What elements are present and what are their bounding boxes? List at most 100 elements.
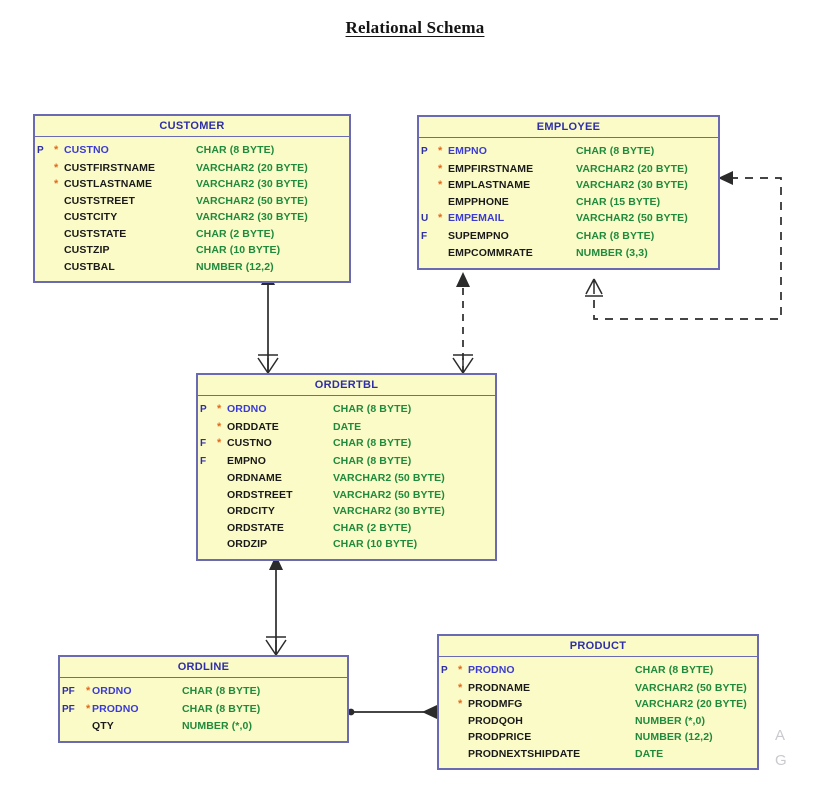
attribute-name: EMPNO	[448, 145, 488, 157]
attribute-name: CUSTCITY	[64, 211, 118, 223]
page-title: Relational Schema	[345, 18, 485, 37]
mandatory-marker: *	[217, 420, 222, 433]
link-employee-ordertbl	[452, 272, 474, 374]
attribute-type: VARCHAR2 (30 BYTE)	[196, 178, 308, 190]
attribute-row: ORDZIP CHAR (10 BYTE)	[198, 536, 495, 553]
mandatory-marker: *	[86, 702, 91, 715]
mandatory-marker: *	[54, 178, 59, 190]
attribute-type: CHAR (8 BYTE)	[576, 145, 655, 157]
attribute-name: PRODMFG	[468, 698, 523, 710]
attribute-type: VARCHAR2 (50 BYTE)	[196, 194, 308, 207]
attribute-name: CUSTNO	[227, 437, 272, 449]
key-marker: F	[200, 455, 207, 467]
attribute-list-customer: P * CUSTNO CHAR (8 BYTE) * CUSTFIRSTNAME…	[35, 137, 349, 281]
attribute-name: EMPFIRSTNAME	[448, 162, 534, 175]
attribute-type: DATE	[635, 747, 664, 760]
attribute-name: ORDSTATE	[227, 521, 284, 534]
attribute-row: PRODQOH NUMBER (*,0)	[439, 713, 757, 730]
attribute-row: CUSTZIP CHAR (10 BYTE)	[35, 242, 349, 259]
attribute-row: EMPPHONE CHAR (15 BYTE)	[419, 194, 718, 211]
attribute-type: NUMBER (*,0)	[182, 720, 253, 732]
entity-customer[interactable]: CUSTOMER P * CUSTNO CHAR (8 BYTE) * CUST…	[33, 114, 351, 283]
entity-employee[interactable]: EMPLOYEE P * EMPNO CHAR (8 BYTE) * EMPFI…	[417, 115, 720, 270]
mandatory-marker: *	[217, 437, 222, 449]
attribute-name: PRODNAME	[468, 681, 531, 694]
attribute-type: CHAR (8 BYTE)	[333, 437, 412, 449]
attribute-row: CUSTSTREET VARCHAR2 (50 BYTE)	[35, 193, 349, 210]
attribute-row: F SUPEMPNO CHAR (8 BYTE)	[419, 228, 718, 246]
key-marker: PF	[62, 703, 75, 715]
mandatory-marker: *	[458, 664, 463, 676]
attribute-type: VARCHAR2 (50 BYTE)	[635, 681, 747, 694]
attribute-name: PRODNEXTSHIPDATE	[468, 747, 581, 760]
link-customer-ordertbl	[257, 270, 279, 374]
attribute-name: EMPCOMMRATE	[448, 247, 533, 259]
attribute-type: VARCHAR2 (30 BYTE)	[576, 179, 688, 191]
attribute-type: VARCHAR2 (50 BYTE)	[333, 472, 445, 484]
attribute-name: ORDCITY	[227, 505, 275, 517]
attribute-row: ORDCITY VARCHAR2 (30 BYTE)	[198, 503, 495, 520]
attribute-row: ORDSTATE CHAR (2 BYTE)	[198, 520, 495, 537]
attribute-list-ordline: PF * ORDNO CHAR (8 BYTE) PF * PRODNO CHA…	[60, 678, 347, 741]
attribute-name: CUSTSTREET	[64, 194, 136, 207]
attribute-row: * CUSTFIRSTNAME VARCHAR2 (20 BYTE)	[35, 160, 349, 177]
attribute-name: ORDZIP	[227, 538, 268, 550]
attribute-type: CHAR (8 BYTE)	[635, 664, 714, 676]
attribute-row: P * CUSTNO CHAR (8 BYTE)	[35, 142, 349, 160]
entity-title-product: PRODUCT	[439, 636, 757, 657]
attribute-type: NUMBER (3,3)	[576, 247, 648, 259]
attribute-name: EMPEMAIL	[448, 212, 505, 224]
attribute-type: CHAR (8 BYTE)	[196, 144, 275, 156]
mandatory-marker: *	[217, 403, 222, 415]
entity-title-employee: EMPLOYEE	[419, 117, 718, 138]
mandatory-marker: *	[438, 212, 443, 224]
attribute-type: NUMBER (12,2)	[635, 731, 713, 743]
attribute-name: CUSTFIRSTNAME	[64, 161, 156, 174]
attribute-type: VARCHAR2 (20 BYTE)	[576, 162, 688, 175]
key-marker: F	[421, 230, 428, 242]
mandatory-marker: *	[458, 698, 463, 710]
attribute-row: P * ORDNO CHAR (8 BYTE)	[198, 401, 495, 419]
attribute-name: PRODQOH	[468, 714, 523, 727]
attribute-type: CHAR (2 BYTE)	[196, 227, 275, 240]
attribute-row: PRODNEXTSHIPDATE DATE	[439, 746, 757, 763]
attribute-name: PRODNO	[92, 702, 139, 715]
attribute-type: CHAR (2 BYTE)	[333, 521, 412, 534]
attribute-list-ordertbl: P * ORDNO CHAR (8 BYTE) * ORDDATE DATE F…	[198, 396, 495, 559]
attribute-name: ORDNO	[227, 403, 267, 415]
attribute-row: * ORDDATE DATE	[198, 419, 495, 436]
attribute-row: EMPCOMMRATE NUMBER (3,3)	[419, 245, 718, 262]
attribute-row: * PRODMFG VARCHAR2 (20 BYTE)	[439, 696, 757, 713]
attribute-row: ORDNAME VARCHAR2 (50 BYTE)	[198, 470, 495, 487]
link-ordertbl-ordline	[265, 555, 287, 656]
attribute-name: CUSTSTATE	[64, 227, 127, 240]
attribute-name: ORDDATE	[227, 420, 279, 433]
attribute-row: ORDSTREET VARCHAR2 (50 BYTE)	[198, 487, 495, 504]
mandatory-marker: *	[54, 144, 59, 156]
entity-ordline[interactable]: ORDLINE PF * ORDNO CHAR (8 BYTE) PF * PR…	[58, 655, 349, 743]
attribute-name: EMPPHONE	[448, 195, 509, 208]
attribute-name: CUSTBAL	[64, 260, 115, 273]
attribute-row: U * EMPEMAIL VARCHAR2 (50 BYTE)	[419, 210, 718, 228]
attribute-name: ORDSTREET	[227, 488, 293, 501]
attribute-row: * EMPFIRSTNAME VARCHAR2 (20 BYTE)	[419, 161, 718, 178]
attribute-type: CHAR (8 BYTE)	[576, 229, 655, 242]
attribute-row: CUSTBAL NUMBER (12,2)	[35, 259, 349, 276]
entity-product[interactable]: PRODUCT P * PRODNO CHAR (8 BYTE) * PRODN…	[437, 634, 759, 770]
attribute-row: PRODPRICE NUMBER (12,2)	[439, 729, 757, 746]
attribute-row: CUSTSTATE CHAR (2 BYTE)	[35, 226, 349, 243]
link-ordline-product	[347, 705, 437, 719]
entity-ordertbl[interactable]: ORDERTBL P * ORDNO CHAR (8 BYTE) * ORDDA…	[196, 373, 497, 561]
mandatory-marker: *	[438, 162, 443, 175]
attribute-row: PF * ORDNO CHAR (8 BYTE)	[60, 683, 347, 701]
attribute-type: VARCHAR2 (50 BYTE)	[576, 212, 688, 224]
attribute-name: EMPNO	[227, 454, 267, 467]
key-marker: PF	[62, 686, 75, 697]
attribute-type: VARCHAR2 (30 BYTE)	[333, 505, 445, 517]
watermark-letter-g: G	[775, 752, 787, 769]
mandatory-marker: *	[54, 161, 59, 174]
entity-title-customer: CUSTOMER	[35, 116, 349, 137]
attribute-row: CUSTCITY VARCHAR2 (30 BYTE)	[35, 209, 349, 226]
attribute-type: CHAR (10 BYTE)	[333, 538, 418, 550]
key-marker: F	[200, 438, 207, 449]
